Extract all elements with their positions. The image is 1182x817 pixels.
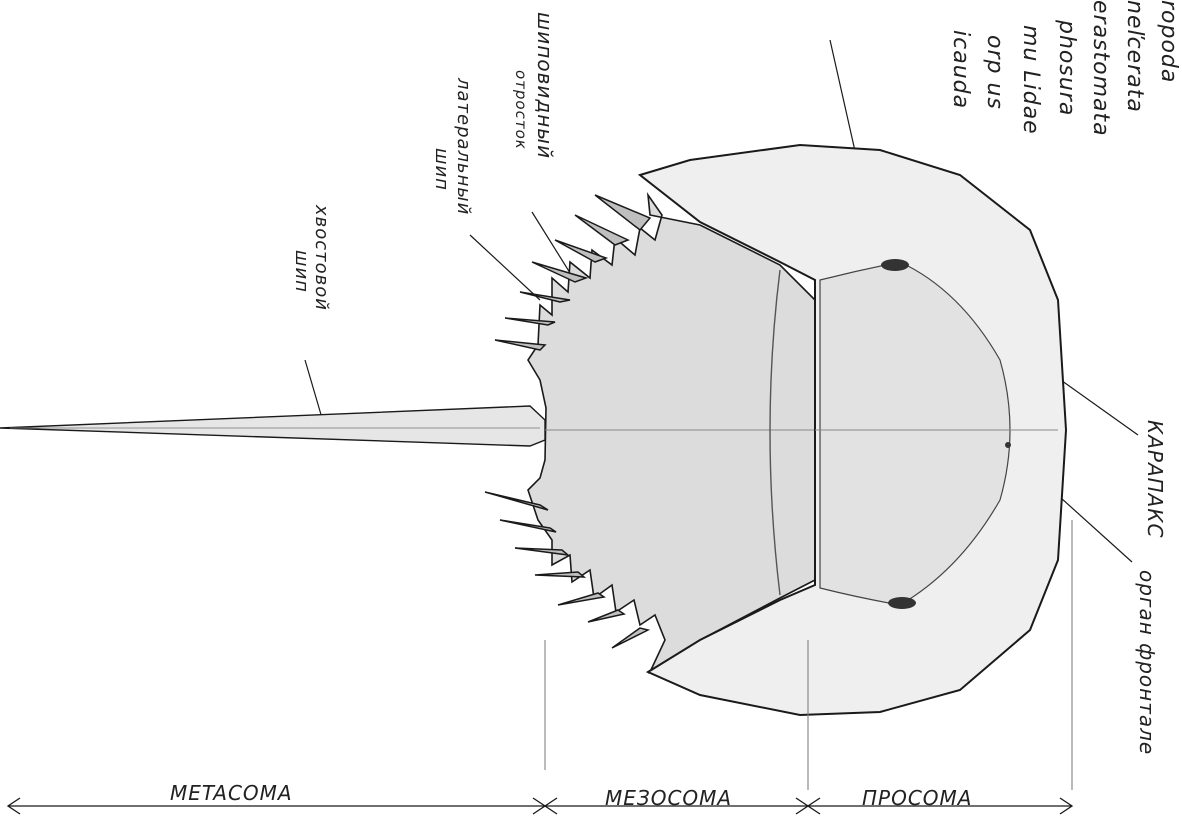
taxon-line-6: orp us [982,35,1007,110]
label-lateral-spine-line2: шип [431,148,452,191]
label-lateral-spine: латеральный шип [431,77,474,215]
region-metasoma-label: METACOMA [170,781,293,805]
tail-spine [0,406,545,446]
region-prosoma-label: ПРОСОМА [862,786,973,810]
taxon-line-7: icauda [948,30,973,109]
label-carapace: КАРАПАКС [1143,420,1167,539]
compound-eye-bottom [888,597,916,609]
label-spine-process-line2: отросток [512,70,530,150]
label-frontal-organ: орган фронтале [1135,570,1159,755]
taxon-line-5: mu Lidae [1018,25,1043,135]
leader-tail-spine [305,360,322,418]
taxon-line-4: phosura [1054,19,1079,116]
label-tail-spine: хвостовой шип [291,204,332,311]
label-tail-spine-line1: хвостовой [311,204,332,311]
region-mesosoma-label: MEЗОCOMA [605,786,732,810]
label-spine-process-line1: шиповидный [533,12,557,159]
leader-carapace [1058,378,1138,435]
taxon-line-1: ropoda [1156,0,1181,83]
taxon-line-2: neľcerata [1122,0,1147,113]
label-spine-process: шиповидный отросток [512,12,557,159]
leader-lateral-spine [470,235,540,300]
compound-eye-top [881,259,909,271]
frontal-organ-mark [1005,442,1011,448]
taxon-line-3: erastomata [1088,0,1113,137]
label-lateral-spine-line1: латеральный [453,77,474,215]
taxonomy-fragments: ropoda neľcerata erastomata phosura mu L… [948,0,1181,137]
label-tail-spine-line2: шип [291,250,312,293]
